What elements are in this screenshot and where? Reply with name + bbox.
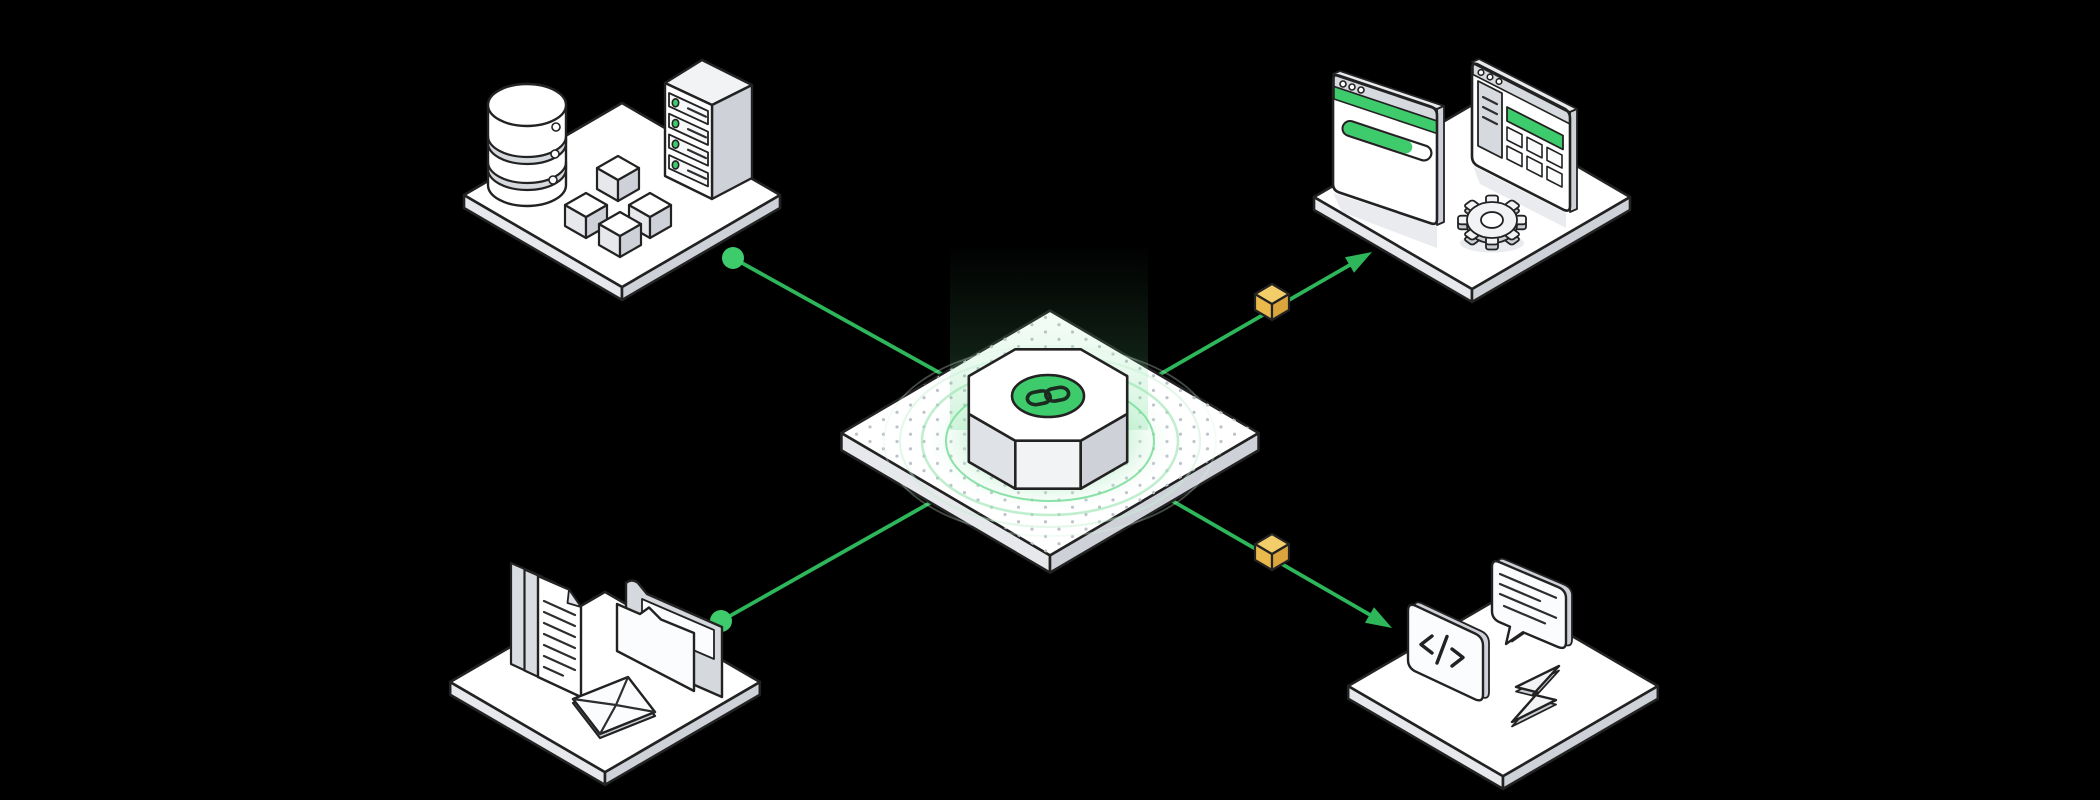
- connection-line-documents: [721, 487, 958, 621]
- arrowhead-icon: [1365, 607, 1392, 628]
- progress-pill: [1350, 129, 1424, 154]
- grid-cell: [1547, 147, 1562, 168]
- payloads: [1253, 252, 1392, 628]
- grid-cell: [1527, 156, 1542, 177]
- server-drawer: [669, 114, 708, 145]
- grid-cell: [1547, 166, 1562, 187]
- dashboard-banner: [1507, 107, 1563, 150]
- server-drawer: [669, 155, 708, 186]
- window-control-dot: [1358, 87, 1364, 93]
- envelope-icon: [573, 677, 655, 738]
- database-icon: [488, 84, 566, 206]
- window-shadow: [1473, 166, 1566, 228]
- grid-cell: [1527, 137, 1542, 158]
- window-control-dot: [1340, 81, 1346, 87]
- server-drawer: [669, 134, 708, 165]
- window-control-dot: [1496, 79, 1502, 85]
- chat-bubble-icon: [1492, 559, 1572, 648]
- server-drawer: [669, 93, 708, 124]
- window-control-dot: [1478, 70, 1484, 76]
- hub-badge: [1012, 375, 1084, 417]
- node-web-applications: [1312, 59, 1632, 304]
- lightning-bolt-icon: [1512, 666, 1559, 727]
- code-panel-icon: [1408, 602, 1489, 700]
- node-data-infrastructure: [462, 60, 782, 302]
- server-rack-icon: [665, 60, 752, 199]
- folder-icon: [617, 581, 722, 698]
- glow-ring: [884, 346, 1216, 536]
- documents-icon: [511, 563, 581, 697]
- connection-dot-icon: [722, 247, 744, 269]
- hub-octagon: [969, 349, 1127, 488]
- arrowhead-icon: [1345, 252, 1372, 273]
- code-glyph: [1421, 636, 1463, 666]
- connection-line-data-infrastructure: [733, 258, 958, 383]
- link-icon: [1026, 386, 1071, 406]
- connection-line-web-applications: [1150, 262, 1355, 380]
- node-documents-and-files: [448, 563, 762, 787]
- node-developer-messaging: [1346, 559, 1660, 791]
- window-control-dot: [1487, 74, 1493, 80]
- node-integration-hub: [839, 245, 1261, 575]
- window-control-dot: [1349, 84, 1355, 90]
- gear-icon: [1457, 194, 1527, 251]
- browser-window-icon: [1333, 71, 1444, 225]
- dashboard-window-icon: [1472, 59, 1577, 212]
- grid-cell: [1507, 146, 1522, 167]
- grid-cell: [1507, 127, 1522, 148]
- window-shadow: [1333, 193, 1437, 248]
